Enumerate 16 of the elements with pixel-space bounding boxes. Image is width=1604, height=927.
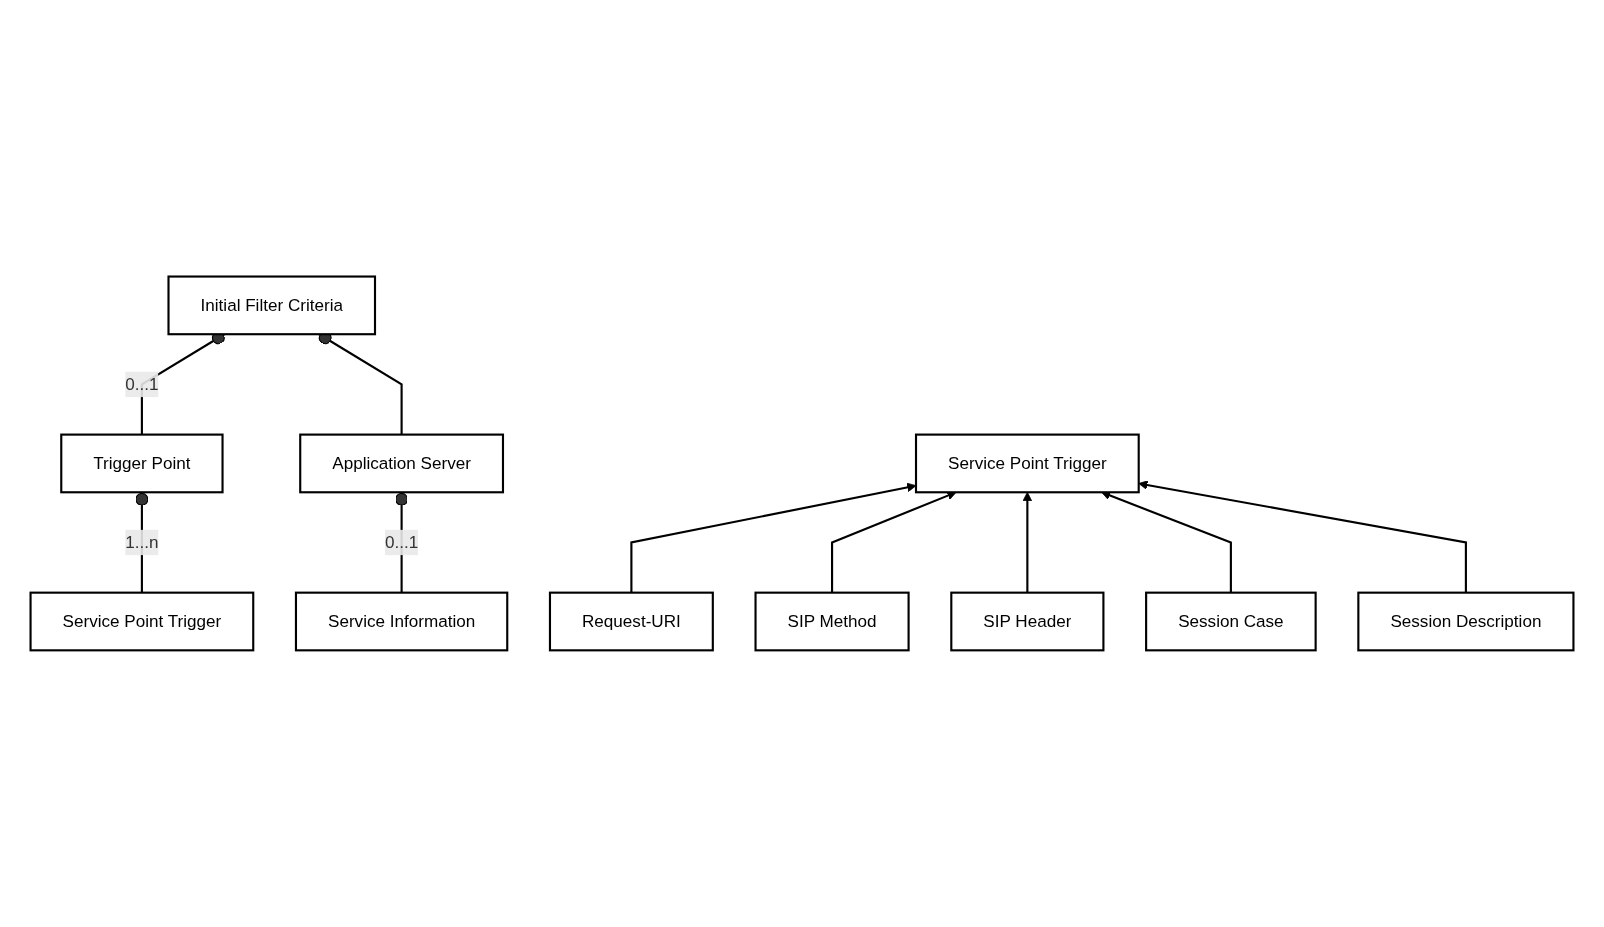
arrow — [1138, 480, 1467, 593]
edge-label: 0...1 — [384, 532, 419, 552]
node-box: Session Description — [1357, 591, 1575, 652]
node-box: Session Case — [1145, 591, 1317, 652]
node-box: SIP Method — [754, 591, 910, 652]
edge-label: 0...1 — [125, 374, 159, 394]
node-box: SIP Header — [950, 591, 1105, 652]
node-box: Request-URI — [548, 591, 714, 652]
node-box: Service Point Trigger — [29, 591, 255, 652]
edge-label: 1...n — [125, 532, 159, 552]
node-box: Service Point Trigger — [914, 433, 1140, 494]
arrow — [630, 482, 917, 593]
node-box: Initial Filter Criteria — [167, 275, 377, 336]
node-box: Trigger Point — [60, 433, 224, 494]
node-box: Application Server — [299, 433, 505, 494]
node-box: Service Information — [294, 591, 509, 652]
